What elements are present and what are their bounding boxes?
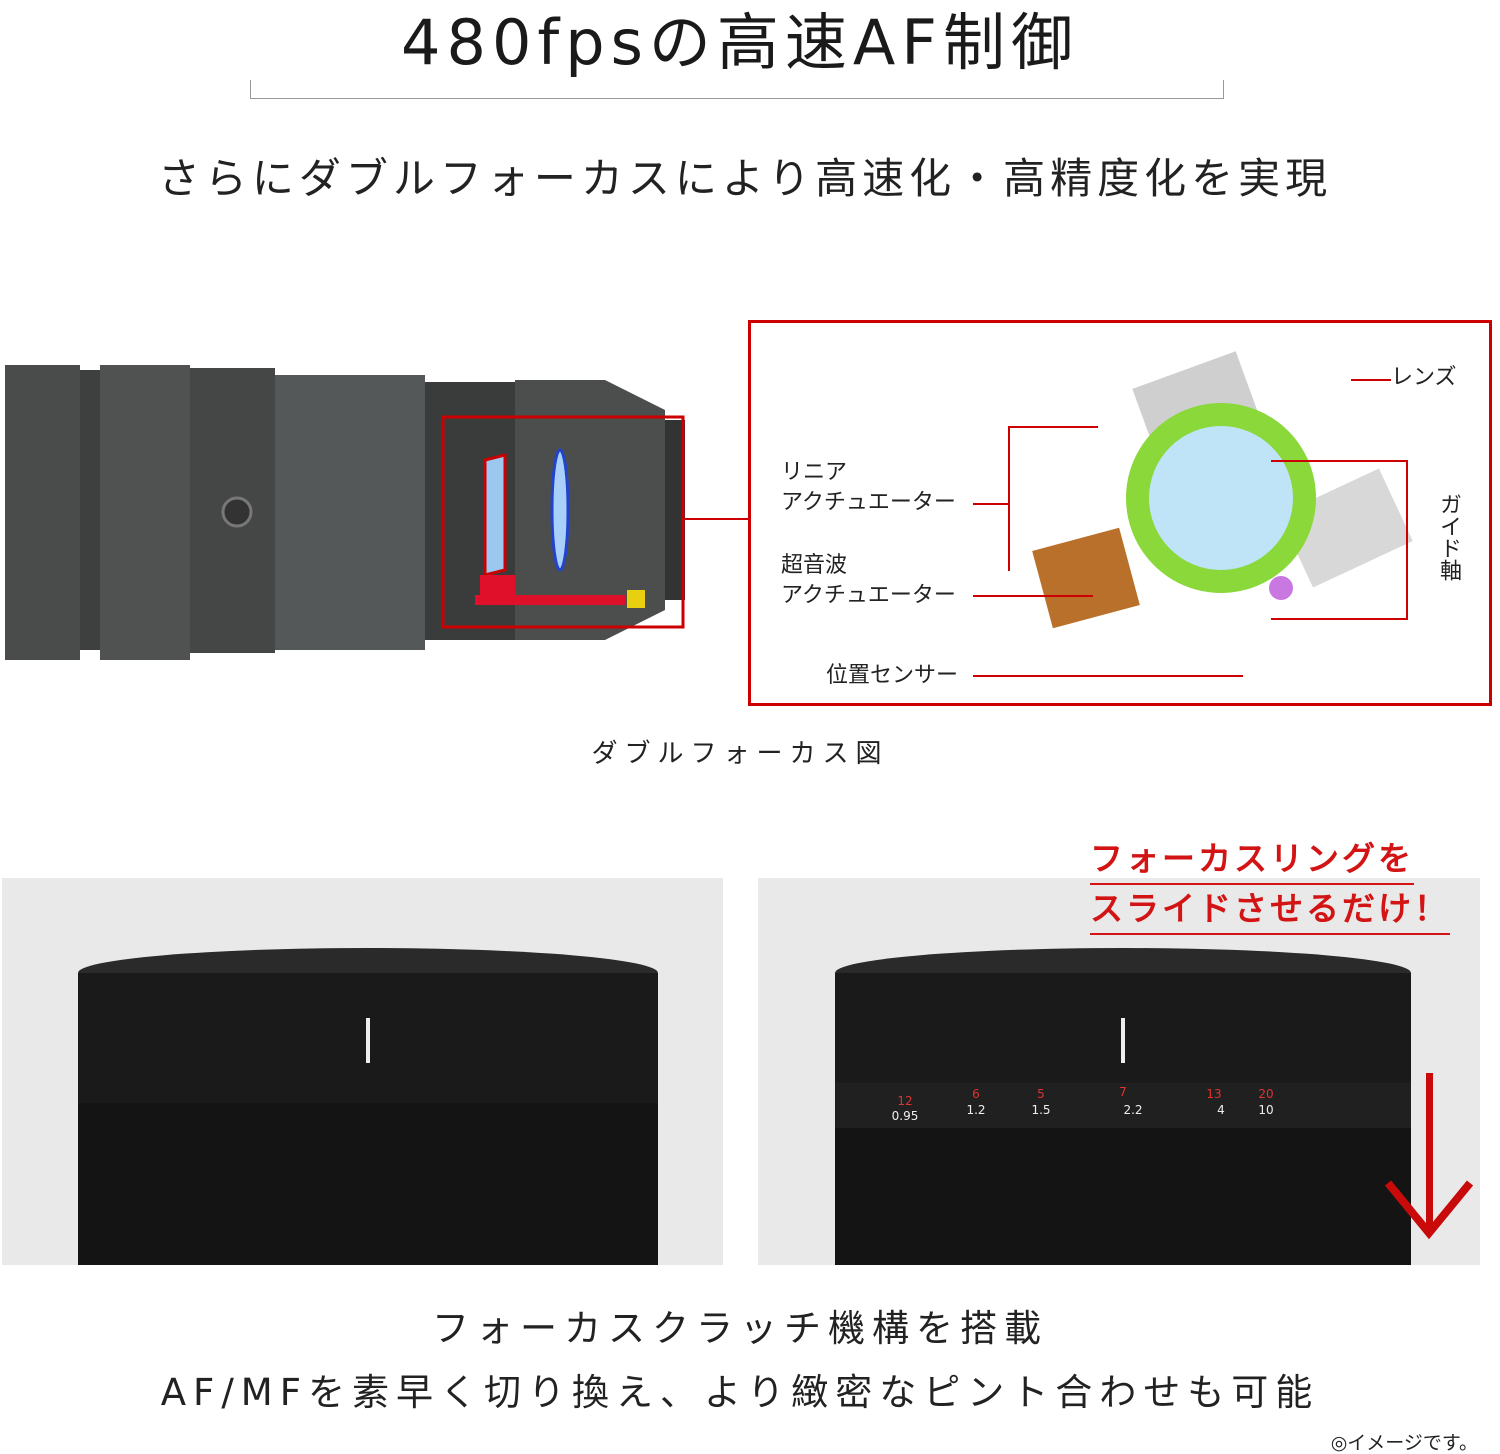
leader-line [1008, 426, 1010, 571]
scale-meters: 1.5 [1031, 1103, 1050, 1117]
label-ultrasonic-actuator-1: 超音波 [781, 553, 848, 578]
lens-barrel-image [78, 948, 658, 1265]
label-guide-shaft: ガイド軸 [1436, 493, 1461, 581]
footer-line-1: フォーカスクラッチ機構を搭載 [432, 1307, 1048, 1350]
label-ultrasonic-actuator-2: アクチュエーター [781, 583, 956, 608]
label-linear-actuator-2: アクチュエーター [781, 490, 956, 515]
scale-meters: 1.2 [966, 1103, 985, 1117]
connector-line [683, 518, 748, 520]
leader-line [1008, 426, 1098, 428]
label-position-sensor: 位置センサー [826, 663, 959, 688]
slide-note-line1: フォーカスリングを [1090, 835, 1414, 885]
leader-line [973, 503, 1008, 505]
scale-feet: 7 [1119, 1085, 1127, 1099]
focus-mechanism-illustration [1032, 351, 1413, 629]
lens-cutaway-illustration [5, 365, 685, 660]
page-subtitle: さらにダブルフォーカスにより高速化・高精度化を実現 [157, 154, 1333, 203]
page-title: 480fpsの高速AF制御 [401, 6, 1079, 79]
diagram-caption: ダブルフォーカス図 [591, 739, 889, 769]
scale-meters: 0.95 [892, 1109, 919, 1123]
footer-line-2: AF/MFを素早く切り換え、より緻密なピント合わせも可能 [160, 1371, 1320, 1414]
scale-meters: 4 [1217, 1103, 1225, 1117]
label-linear-actuator-1: リニア [781, 460, 848, 485]
scale-feet: 13 [1206, 1087, 1221, 1101]
scale-meters: 10 [1258, 1103, 1273, 1117]
scale-feet: 5 [1037, 1087, 1045, 1101]
slide-note-line2: スライドさせるだけ！ [1090, 885, 1450, 935]
scale-feet: 6 [972, 1087, 980, 1101]
slide-note: フォーカスリングを スライドさせるだけ！ [1090, 835, 1450, 935]
scale-meters: 2.2 [1123, 1103, 1142, 1117]
image-credit: ◎イメージです。 [1330, 1432, 1478, 1454]
slide-down-arrow-icon [1384, 1073, 1474, 1240]
leader-line [1271, 618, 1408, 620]
title-underline [250, 80, 1224, 99]
scale-feet: 20 [1258, 1087, 1273, 1101]
focus-ring-photo-af [2, 878, 723, 1265]
lens-barrel-image: 12 6 5 7 13 20 0.95 1.2 1.5 2.2 4 10 [835, 948, 1474, 1265]
scale-feet: 12 [897, 1094, 912, 1108]
leader-line [1271, 460, 1408, 462]
focus-ring-photo-mf: 12 6 5 7 13 20 0.95 1.2 1.5 2.2 4 10 [758, 878, 1480, 1265]
double-focus-diagram: レンズ リニア アクチュエーター 超音波 アクチュエーター 位置センサー ガイド… [748, 320, 1492, 706]
leader-line [1351, 379, 1391, 381]
leader-line [973, 595, 1093, 597]
label-lens: レンズ [1391, 365, 1457, 390]
leader-line [973, 675, 1243, 677]
guide-bracket [1406, 460, 1408, 620]
